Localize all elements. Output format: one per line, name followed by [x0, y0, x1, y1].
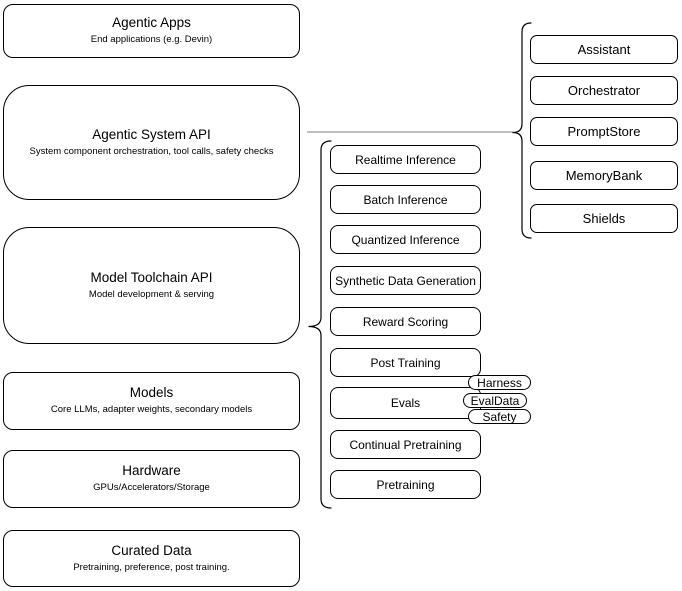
- component-box-memorybank: MemoryBank: [530, 161, 678, 190]
- toolchain-box-reward-scoring: Reward Scoring: [330, 307, 481, 336]
- layer-box-model-toolchain-api: Model Toolchain API Model development & …: [3, 227, 300, 344]
- layer-title: Model Toolchain API: [90, 269, 213, 285]
- toolchain-box-quantized-inference: Quantized Inference: [330, 225, 481, 254]
- toolchain-brace: [308, 140, 332, 509]
- toolchain-box-continual-pretraining: Continual Pretraining: [330, 430, 481, 459]
- components-brace: [512, 22, 532, 239]
- layer-box-agentic-system-api: Agentic System API System component orch…: [3, 85, 300, 200]
- component-box-promptstore: PromptStore: [530, 117, 678, 146]
- layer-title: Hardware: [122, 463, 181, 479]
- toolchain-box-realtime-inference: Realtime Inference: [330, 145, 481, 174]
- layer-box-agentic-apps: Agentic Apps End applications (e.g. Devi…: [3, 4, 300, 58]
- layer-box-curated-data: Curated Data Pretraining, preference, po…: [3, 530, 300, 587]
- eval-tag-evaldata: EvalData: [463, 393, 527, 408]
- layer-subtitle: End applications (e.g. Devin): [90, 34, 213, 46]
- toolchain-box-evals: Evals: [330, 387, 481, 419]
- layer-subtitle: Core LLMs, adapter weights, secondary mo…: [50, 404, 253, 416]
- component-box-assistant: Assistant: [530, 35, 678, 64]
- layer-title: Agentic System API: [92, 126, 211, 142]
- toolchain-box-batch-inference: Batch Inference: [330, 185, 481, 214]
- layer-title: Agentic Apps: [112, 15, 191, 31]
- toolchain-box-post-training: Post Training: [330, 348, 481, 377]
- layer-box-models: Models Core LLMs, adapter weights, secon…: [3, 372, 300, 430]
- layer-subtitle: Model development & serving: [88, 288, 215, 300]
- layer-subtitle: Pretraining, preference, post training.: [73, 561, 230, 573]
- layer-title: Models: [129, 385, 174, 401]
- component-box-orchestrator: Orchestrator: [530, 76, 678, 105]
- layer-subtitle: System component orchestration, tool cal…: [29, 145, 274, 157]
- layer-box-hardware: Hardware GPUs/Accelerators/Storage: [3, 450, 300, 508]
- toolchain-box-synthetic-data-generation: Synthetic Data Generation: [330, 266, 481, 295]
- layer-title: Curated Data: [111, 542, 192, 558]
- eval-tag-safety: Safety: [468, 409, 531, 424]
- layer-subtitle: GPUs/Accelerators/Storage: [93, 482, 210, 494]
- toolchain-box-pretraining: Pretraining: [330, 470, 481, 499]
- component-box-shields: Shields: [530, 204, 678, 233]
- eval-tag-harness: Harness: [468, 375, 531, 390]
